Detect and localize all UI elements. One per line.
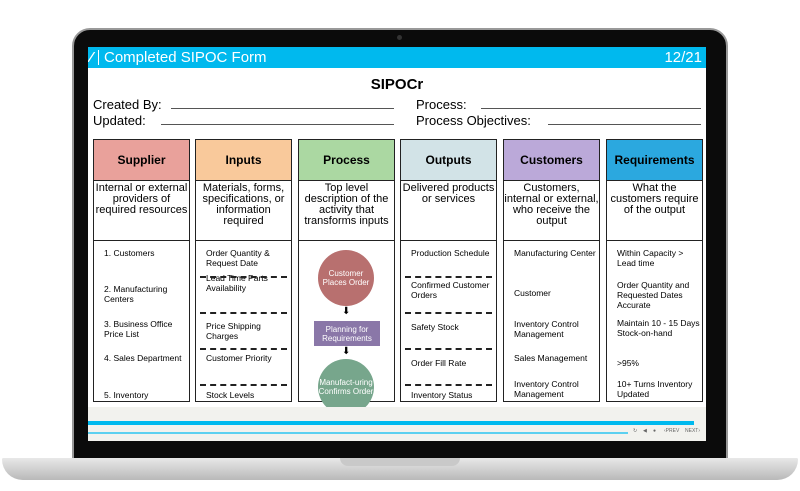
column-description: What the customers require of the output [607,181,702,241]
list-item: 10+ Turns Inventory Updated [617,379,693,399]
divider [200,312,287,314]
progress-bar[interactable] [88,421,694,425]
updated-field[interactable] [161,124,394,125]
column-description: Materials, forms, specifications, or inf… [196,181,291,241]
arrow-down-icon: ⬇ [342,346,351,357]
list-item: Lead Time Parts Availability [206,273,268,293]
seek-bar[interactable] [88,432,628,434]
column-customers: Customers Customers, internal or externa… [503,139,600,402]
column-inputs: Inputs Materials, forms, specifications,… [195,139,292,402]
prev-button[interactable]: ‹PREV [664,428,680,434]
list-item: Order Quantity and Requested Dates Accur… [617,280,690,310]
window-title: Completed SIPOC Form [104,49,267,66]
objectives-field[interactable] [548,124,701,125]
list-item: Safety Stock [411,322,459,332]
form-heading: SIPOCr [370,76,424,93]
list-item: Production Schedule [411,248,490,258]
list-item: Price Shipping Charges [206,321,261,341]
created-by-field[interactable] [171,108,394,109]
list-item: Order Quantity & Request Date [206,248,270,268]
list-item: Customer Priority [206,353,272,363]
list-item: >95% [617,358,639,368]
divider [405,348,492,350]
logo-icon: ⁄ [90,49,93,66]
list-item: 1. Customers [104,248,155,258]
column-header: Supplier [94,140,189,181]
camera [397,35,402,40]
screen: ⁄ Completed SIPOC Form 12/21 SIPOCr Crea… [88,47,706,441]
divider [405,312,492,314]
column-process: Process Top level description of the act… [298,139,395,415]
column-description: Internal or external providers of requir… [94,181,189,241]
list-item: Sales Management [514,353,588,363]
column-requirements: Requirements What the customers require … [606,139,703,402]
created-by-label: Created By: [93,97,162,112]
divider [200,384,287,386]
laptop-notch [340,458,460,466]
arrow-down-icon: ⬇ [342,306,351,317]
volume-icon[interactable]: ◀ [643,428,647,434]
list-item: Inventory Control Management [514,379,579,399]
column-description: Top level description of the activity th… [299,181,394,241]
list-item: Within Capacity > Lead time [617,248,684,268]
column-header: Customers [504,140,599,181]
objectives-label: Process Objectives: [416,113,531,128]
list-item: Stock Levels [206,390,255,400]
column-header: Requirements [607,140,702,181]
flow-step-circle: Manufact-uring Confirms Order [318,359,374,415]
settings-icon[interactable]: ● [653,428,657,434]
flow-step-box: Planning for Requirements [314,321,380,346]
laptop-base [2,458,798,480]
column-header: Inputs [196,140,291,181]
flow-step-circle: Customer Places Order [318,250,374,306]
column-description: Delivered products or services [401,181,496,241]
next-button[interactable]: NEXT› [685,428,700,434]
process-field[interactable] [481,108,701,109]
column-supplier: Supplier Internal or external providers … [93,139,190,402]
divider [405,384,492,386]
page-counter: 12/21 [664,49,702,66]
divider [98,50,99,65]
column-description: Customers, internal or external, who rec… [504,181,599,241]
divider [405,276,492,278]
replay-icon[interactable]: ↻ [633,428,638,434]
list-item: Order Fill Rate [411,358,467,368]
list-item: Customer [514,288,551,298]
updated-label: Updated: [93,113,146,128]
list-item: 3. Business Office Price List [104,319,173,339]
list-item: Manufacturing Center [514,248,596,258]
list-item: Maintain 10 - 15 Days Stock-on-hand [617,318,700,338]
column-header: Outputs [401,140,496,181]
title-bar: ⁄ Completed SIPOC Form 12/21 [88,47,706,68]
list-item: Inventory Control Management [514,319,579,339]
divider [200,276,287,278]
list-item: Confirmed Customer Orders [411,280,490,300]
column-header: Process [299,140,394,181]
player-bar: ↻ ◀ ● ‹PREV NEXT› [88,407,706,441]
list-item: 5. Inventory [104,390,149,400]
list-item: Inventory Status [411,390,473,400]
list-item: 2. Manufacturing Centers [104,284,168,304]
list-item: 4. Sales Department [104,353,182,363]
divider [200,348,287,350]
process-label: Process: [416,97,467,112]
